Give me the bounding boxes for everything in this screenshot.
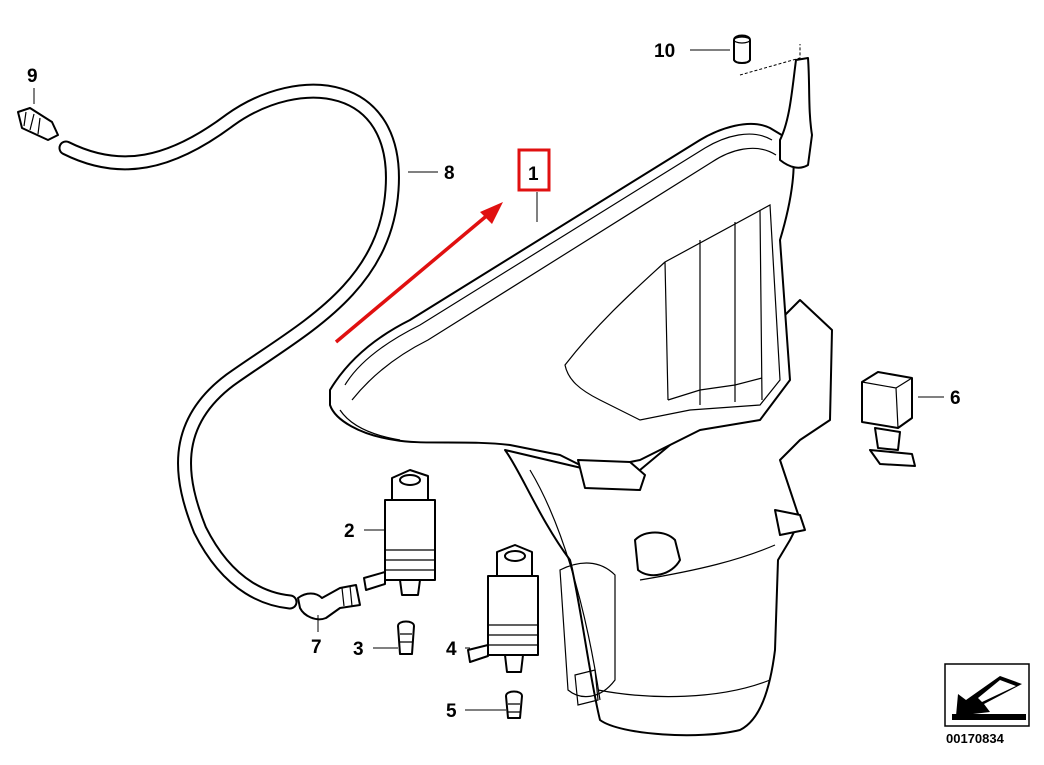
direction-badge	[944, 663, 1030, 727]
callout-7[interactable]: 7	[311, 637, 322, 658]
callout-labels: 1 2 3 4 5 6 7 8 9 10	[27, 41, 961, 722]
level-sensor-part-6[interactable]	[861, 371, 916, 467]
nozzle-part-9[interactable]	[17, 107, 59, 141]
elbow-connector-part-7[interactable]	[297, 584, 361, 621]
washer-pump-part-2[interactable]	[363, 469, 436, 596]
grommet-part-3[interactable]	[397, 620, 415, 655]
arrow-down-left-icon	[952, 676, 1026, 720]
callout-10[interactable]: 10	[654, 41, 675, 62]
reference-code: 00170834	[946, 731, 1005, 746]
callout-3[interactable]: 3	[353, 639, 364, 660]
callout-1[interactable]: 1	[528, 164, 539, 185]
callout-2[interactable]: 2	[344, 521, 355, 542]
cap-part-10[interactable]	[733, 34, 751, 64]
hose-part-8[interactable]	[58, 83, 400, 610]
washer-reservoir-part-1[interactable]	[329, 57, 833, 737]
callout-4[interactable]: 4	[446, 639, 457, 660]
grommet-part-5[interactable]	[505, 690, 523, 719]
callout-8[interactable]: 8	[444, 163, 455, 184]
arrow-head	[480, 202, 503, 224]
highlight-arrow	[334, 202, 503, 344]
callout-5[interactable]: 5	[446, 701, 457, 722]
callout-9[interactable]: 9	[27, 66, 38, 87]
callout-6[interactable]: 6	[950, 388, 961, 409]
leader-lines	[33, 44, 944, 711]
callout-1-highlight-box	[517, 148, 551, 192]
washer-pump-part-4[interactable]	[467, 544, 539, 673]
